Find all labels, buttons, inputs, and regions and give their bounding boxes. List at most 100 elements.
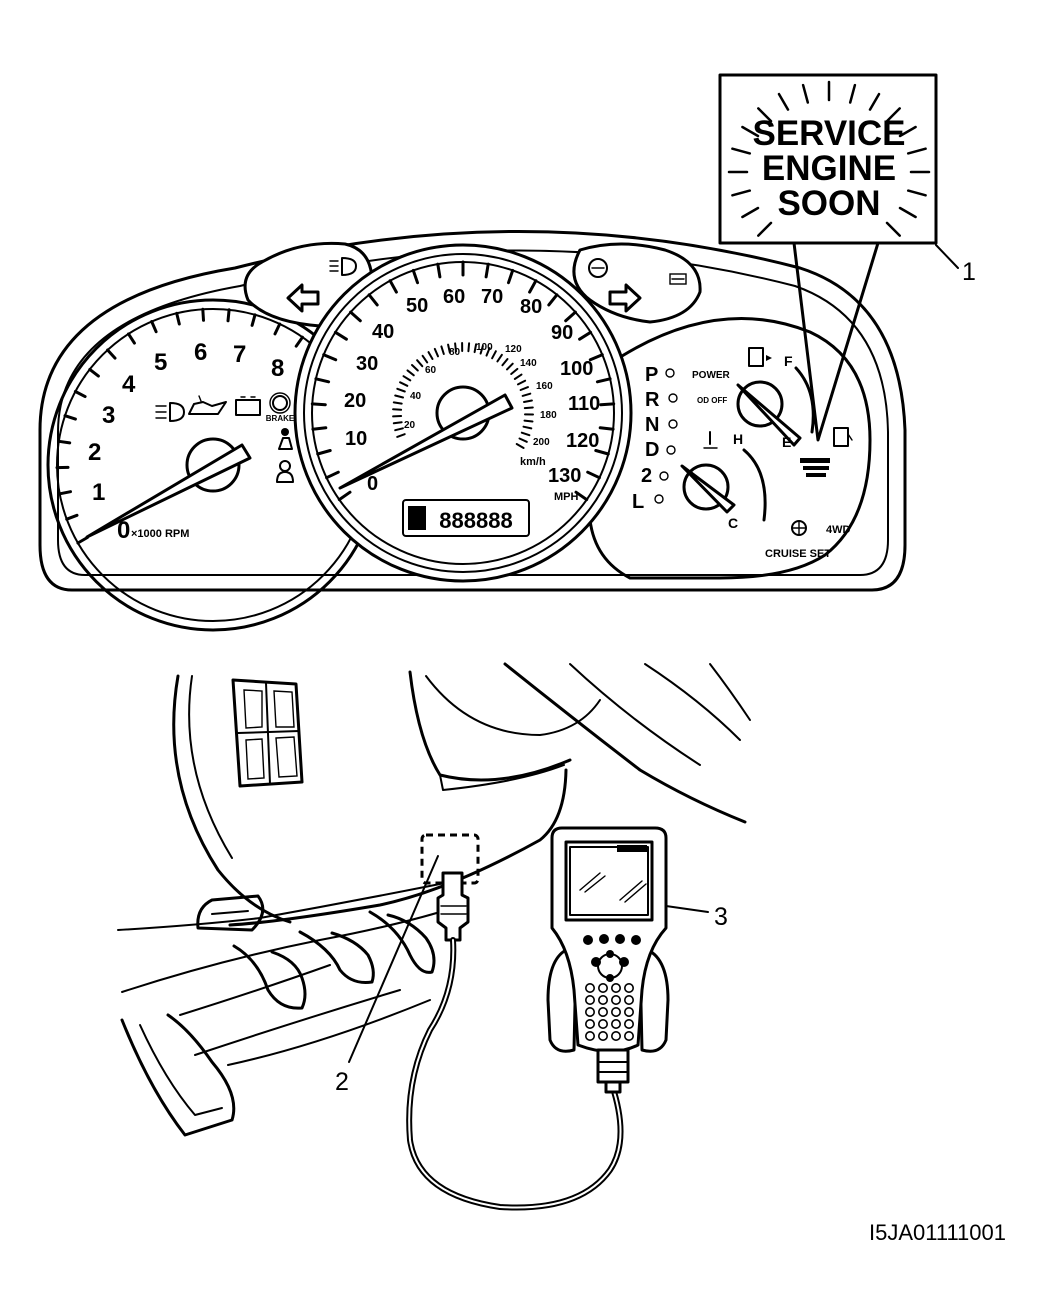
kmh-tick — [447, 343, 451, 354]
high-beam-icon — [329, 257, 357, 276]
scan-tool-key — [623, 994, 634, 1005]
temp-cold-label: C — [728, 515, 738, 531]
speedometer-needle — [338, 393, 514, 490]
tach-tick — [201, 307, 205, 322]
kmh-tick — [522, 425, 533, 430]
gear-2: 2 — [641, 465, 652, 487]
tach-tick — [127, 332, 136, 345]
coolant-temp-icon — [703, 431, 718, 449]
fuel-pump-icon — [748, 347, 772, 367]
instrument-cluster: 0 1 2 3 4 5 6 7 8 ×1000 RPM — [38, 230, 907, 632]
speedometer: 0 10 20 30 40 50 60 70 80 90 100 110 120… — [293, 243, 633, 583]
scan-tool-key — [610, 1018, 621, 1029]
scan-tool-keypad — [584, 982, 634, 1042]
low-fuel-lamp-icon — [833, 427, 853, 447]
speed-tick — [322, 353, 338, 362]
speed-tick — [586, 470, 601, 480]
kmh-number-200: 200 — [533, 437, 550, 448]
scan-tool-key — [610, 982, 621, 993]
figure-id: I5JA01111001 — [869, 1220, 1006, 1245]
kmh-number-140: 140 — [520, 358, 537, 369]
speed-tick — [337, 490, 352, 502]
scan-tool-key — [623, 982, 634, 993]
kmh-unit-label: km/h — [520, 456, 546, 468]
odometer-display: 888888 — [402, 499, 530, 537]
right-gauge-pod: P R N D 2 L POWER OD OFF F E — [588, 317, 872, 580]
tach-tick — [63, 414, 77, 421]
kmh-tick — [491, 350, 497, 360]
odometer-value: 888888 — [439, 508, 512, 533]
parking-brake-pedal — [232, 944, 307, 1010]
footrest — [120, 1013, 236, 1137]
fuel-empty-label: E — [782, 434, 791, 450]
gear-p: P — [645, 364, 658, 386]
gear-indicator — [654, 494, 664, 504]
scan-tool-key — [597, 1006, 608, 1017]
steering-wheel-rim — [503, 662, 747, 824]
temp-needle — [680, 464, 736, 514]
tach-number-8: 8 — [271, 355, 284, 382]
callout-3-label: 3 — [714, 903, 728, 931]
tach-tick — [65, 513, 79, 521]
kmh-tick — [506, 362, 514, 371]
callout-1-label: 1 — [962, 258, 976, 286]
scan-tool-key — [623, 1006, 634, 1017]
tach-tick — [273, 322, 282, 336]
kmh-tick — [518, 437, 528, 443]
kmh-tick — [406, 369, 415, 377]
kmh-tick — [392, 408, 403, 411]
tach-tick — [88, 367, 100, 378]
callout-pointer — [792, 241, 880, 442]
oil-pressure-icon — [188, 395, 227, 415]
kmh-tick — [510, 367, 519, 375]
mph-number-90: 90 — [551, 322, 573, 344]
glow-ray — [731, 147, 752, 155]
kmh-tick — [523, 419, 534, 423]
tach-number-3: 3 — [102, 402, 115, 429]
scan-tool-key — [584, 994, 595, 1005]
scan-tool-key — [623, 1018, 634, 1029]
speed-tick — [595, 377, 612, 384]
right-pod-outline — [588, 317, 872, 580]
scan-tool-key — [583, 935, 593, 945]
scan-tool-key — [597, 982, 608, 993]
seatbelt-icon — [278, 428, 293, 450]
kmh-tick — [396, 387, 406, 393]
tach-number-7: 7 — [233, 341, 246, 368]
tach-tick — [58, 490, 72, 496]
odometer-indicator — [408, 506, 426, 530]
tach-tick — [76, 536, 89, 545]
mph-number-0: 0 — [367, 473, 378, 495]
warning-line-3: SOON — [777, 184, 880, 223]
side-panel-edge — [172, 674, 292, 924]
tach-tick — [106, 348, 117, 360]
kmh-tick — [496, 353, 503, 363]
battery-icon — [235, 396, 261, 416]
scan-tool-key — [597, 994, 608, 1005]
kmh-tick — [515, 443, 525, 449]
gear-l: L — [632, 491, 644, 513]
kmh-tick — [485, 347, 491, 357]
glow-ray — [906, 147, 927, 155]
accelerator-pedal — [368, 910, 436, 974]
scan-tool-brand-label — [617, 845, 647, 852]
mph-number-120: 120 — [566, 430, 599, 452]
glow-ray — [868, 92, 881, 111]
glow-ray — [777, 92, 790, 111]
scan-tool-key — [606, 950, 614, 958]
fuel-full-label: F — [784, 353, 793, 369]
glow-ray — [906, 189, 927, 197]
service-engine-soon-callout: SERVICE ENGINE SOON — [718, 73, 938, 442]
speed-tick — [411, 268, 419, 285]
fuel-gauge: F E — [736, 347, 815, 450]
gear-d: D — [645, 439, 659, 461]
kmh-tick — [394, 427, 404, 432]
mph-number-50: 50 — [406, 295, 428, 317]
speed-tick — [574, 490, 589, 502]
speed-tick — [314, 377, 331, 384]
scan-tool-right-grip — [638, 948, 670, 1053]
kmh-number-100: 100 — [476, 342, 493, 353]
scan-tool-key — [610, 1031, 621, 1042]
kmh-tick — [513, 373, 523, 380]
